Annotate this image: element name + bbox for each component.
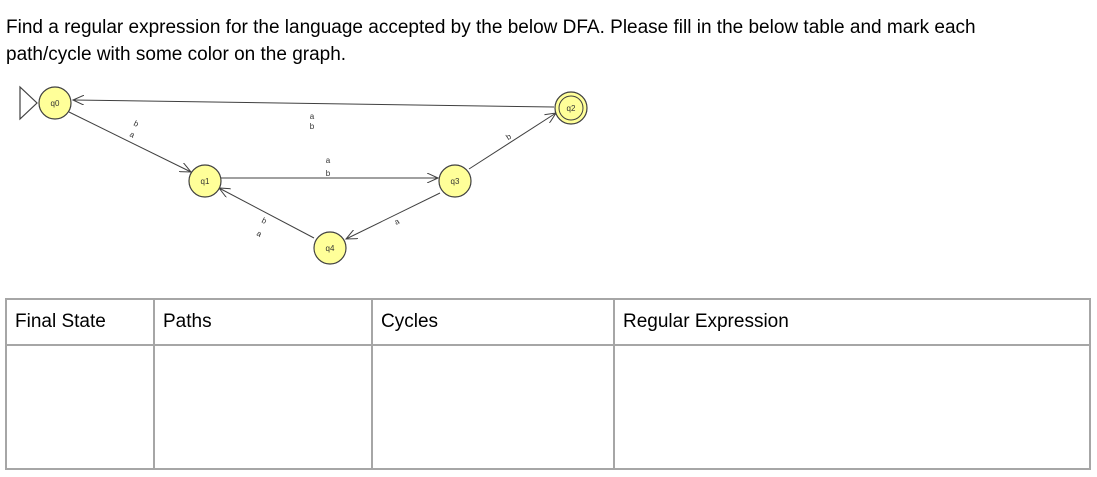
state-q1-label: q1 — [201, 177, 210, 186]
edge-q3-q2 — [468, 113, 556, 170]
state-q3-label: q3 — [451, 177, 460, 186]
state-q4-label: q4 — [326, 244, 335, 253]
state-q2: q2 — [554, 91, 588, 125]
edge-q2-q0-label-a: a — [310, 112, 315, 121]
question-line-1: Find a regular expression for the langua… — [6, 17, 976, 38]
answer-table-header-row: Final State Paths Cycles Regular Express… — [5, 298, 1091, 346]
edge-q0-q1 — [68, 111, 191, 172]
edge-q3-q4 — [346, 192, 441, 239]
answer-table-row — [5, 344, 1091, 470]
cell-final-state[interactable] — [5, 344, 155, 470]
edge-q4-q1 — [219, 188, 315, 239]
state-q3: q3 — [438, 164, 472, 198]
cell-paths[interactable] — [153, 344, 373, 470]
edge-q1-q3-label-b: b — [326, 169, 331, 178]
cell-regular-expression[interactable] — [613, 344, 1091, 470]
edge-q1-q3-label-a: a — [326, 156, 331, 165]
edge-q0-q1-label-b: b — [132, 119, 141, 129]
question-text: Find a regular expression for the langua… — [6, 14, 1086, 68]
edge-q2-q0-label-b: b — [310, 122, 315, 131]
header-paths: Paths — [153, 298, 373, 346]
question-line-2: path/cycle with some color on the graph. — [6, 44, 347, 65]
edge-q2-q0 — [73, 100, 555, 108]
edge-q3-q2-label-b: b — [504, 132, 513, 142]
dfa-diagram: b a a b a b b b a a q0 q1 q2 q3 q4 — [19, 85, 588, 265]
state-q2-label: q2 — [567, 104, 576, 113]
initial-state-marker — [19, 85, 38, 121]
answer-table: Final State Paths Cycles Regular Express… — [5, 298, 1091, 470]
header-regular-expression: Regular Expression — [613, 298, 1091, 346]
cell-cycles[interactable] — [371, 344, 615, 470]
header-final-state: Final State — [5, 298, 155, 346]
state-q0: q0 — [38, 86, 72, 120]
state-q1: q1 — [188, 164, 222, 198]
edge-q4-q1-label-b: b — [260, 216, 269, 226]
state-q4: q4 — [313, 231, 347, 265]
edge-q3-q4-label-a: a — [393, 216, 401, 226]
header-cycles: Cycles — [371, 298, 615, 346]
edge-q0-q1-label-a: a — [128, 130, 137, 140]
edge-q4-q1-label-a: a — [255, 229, 264, 239]
state-q0-label: q0 — [51, 99, 60, 108]
